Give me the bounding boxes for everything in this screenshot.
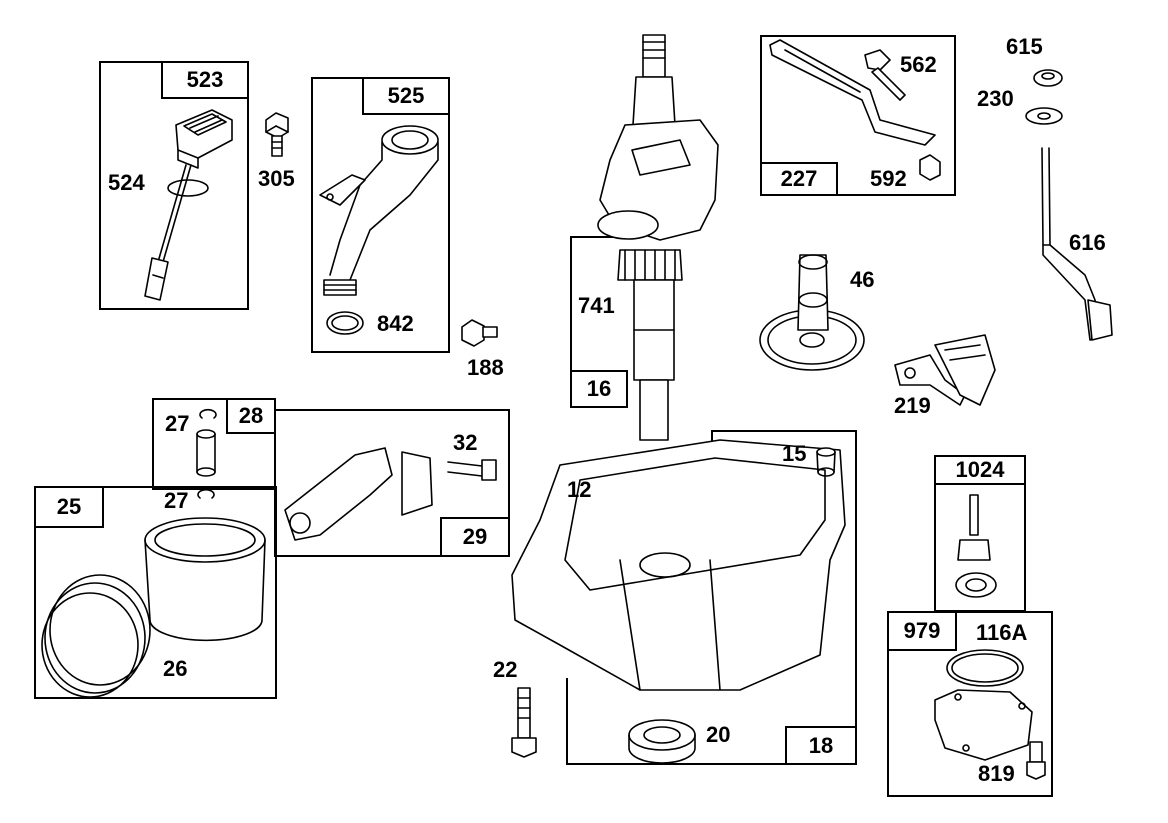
- part-label-842: 842: [377, 311, 414, 336]
- governor-219-drawing: [894, 334, 996, 406]
- clip-27-top-drawing: [199, 408, 217, 419]
- part-label-616: 616: [1069, 230, 1106, 255]
- part-label-819: 819: [978, 761, 1015, 786]
- screw-819-drawing: [1026, 741, 1046, 780]
- group-tag-1024: 1024: [934, 455, 1026, 485]
- group-tag-523: 523: [161, 61, 249, 99]
- group-tag-29: 29: [440, 517, 510, 557]
- piston-drawing: [144, 517, 266, 642]
- oil-pump-1024-drawing: [955, 494, 997, 598]
- part-label-46: 46: [850, 267, 875, 292]
- part-label-27-bottom: 27: [164, 488, 189, 513]
- group-tag-525: 525: [362, 77, 450, 115]
- bolt-22-drawing: [511, 687, 537, 758]
- part-label-27-top: 27: [165, 411, 190, 436]
- part-label-524: 524: [108, 170, 145, 195]
- part-label-22: 22: [493, 657, 518, 682]
- crankshaft-drawing: [597, 34, 719, 441]
- part-label-562: 562: [900, 52, 937, 77]
- part-label-20: 20: [706, 722, 731, 747]
- group-box-18: [566, 430, 857, 765]
- part-label-615: 615: [1006, 34, 1043, 59]
- rod-bolt-32-drawing: [447, 459, 497, 481]
- group-box-25: [34, 486, 277, 699]
- group-box-979: [887, 611, 1053, 797]
- part-label-26: 26: [163, 656, 188, 681]
- nut-615-drawing: [1033, 69, 1063, 87]
- piston-pin-drawing: [196, 429, 216, 477]
- part-label-219: 219: [894, 393, 931, 418]
- gasket-116A-drawing: [946, 649, 1024, 687]
- o-ring-842-drawing: [326, 311, 364, 335]
- connecting-rod-drawing: [284, 447, 433, 541]
- piston-rings-drawing: [41, 574, 151, 698]
- group-tag-979: 979: [887, 611, 957, 651]
- cover-979-drawing: [934, 689, 1033, 761]
- group-tag-16: 16: [570, 370, 628, 408]
- oil-seal-20-drawing: [628, 719, 696, 764]
- group-tag-227: 227: [760, 162, 838, 196]
- part-label-12: 12: [567, 477, 592, 502]
- part-label-741: 741: [578, 293, 615, 318]
- dowel-15-drawing: [816, 447, 836, 477]
- dipstick-drawing: [144, 109, 233, 301]
- part-label-116A: 116A: [976, 620, 1028, 645]
- part-label-230: 230: [977, 86, 1014, 111]
- group-box-29: [274, 409, 510, 557]
- group-tag-18: 18: [785, 726, 857, 765]
- governor-shaft-616-drawing: [1041, 147, 1113, 341]
- group-box-18-left: [566, 678, 568, 765]
- part-label-32: 32: [453, 430, 478, 455]
- dipstick-tube-drawing: [319, 125, 439, 296]
- crankcase-drawing: [511, 439, 846, 691]
- group-box-227: [760, 35, 956, 196]
- group-box-18-top: [711, 430, 857, 432]
- camshaft-gear-46-drawing: [759, 254, 865, 371]
- washer-230-drawing: [1025, 107, 1063, 125]
- part-label-592: 592: [870, 166, 907, 191]
- bracket-227-drawing: [769, 39, 941, 181]
- part-label-15: 15: [782, 441, 807, 466]
- part-label-188: 188: [467, 355, 504, 380]
- bolt-305-drawing: [265, 112, 289, 157]
- group-box-16: [570, 236, 628, 407]
- bolt-188-drawing: [461, 319, 498, 347]
- group-tag-25: 25: [34, 486, 104, 528]
- group-box-18-right-top: [711, 430, 713, 444]
- part-label-305: 305: [258, 166, 295, 191]
- clip-27-bottom-drawing: [197, 488, 215, 499]
